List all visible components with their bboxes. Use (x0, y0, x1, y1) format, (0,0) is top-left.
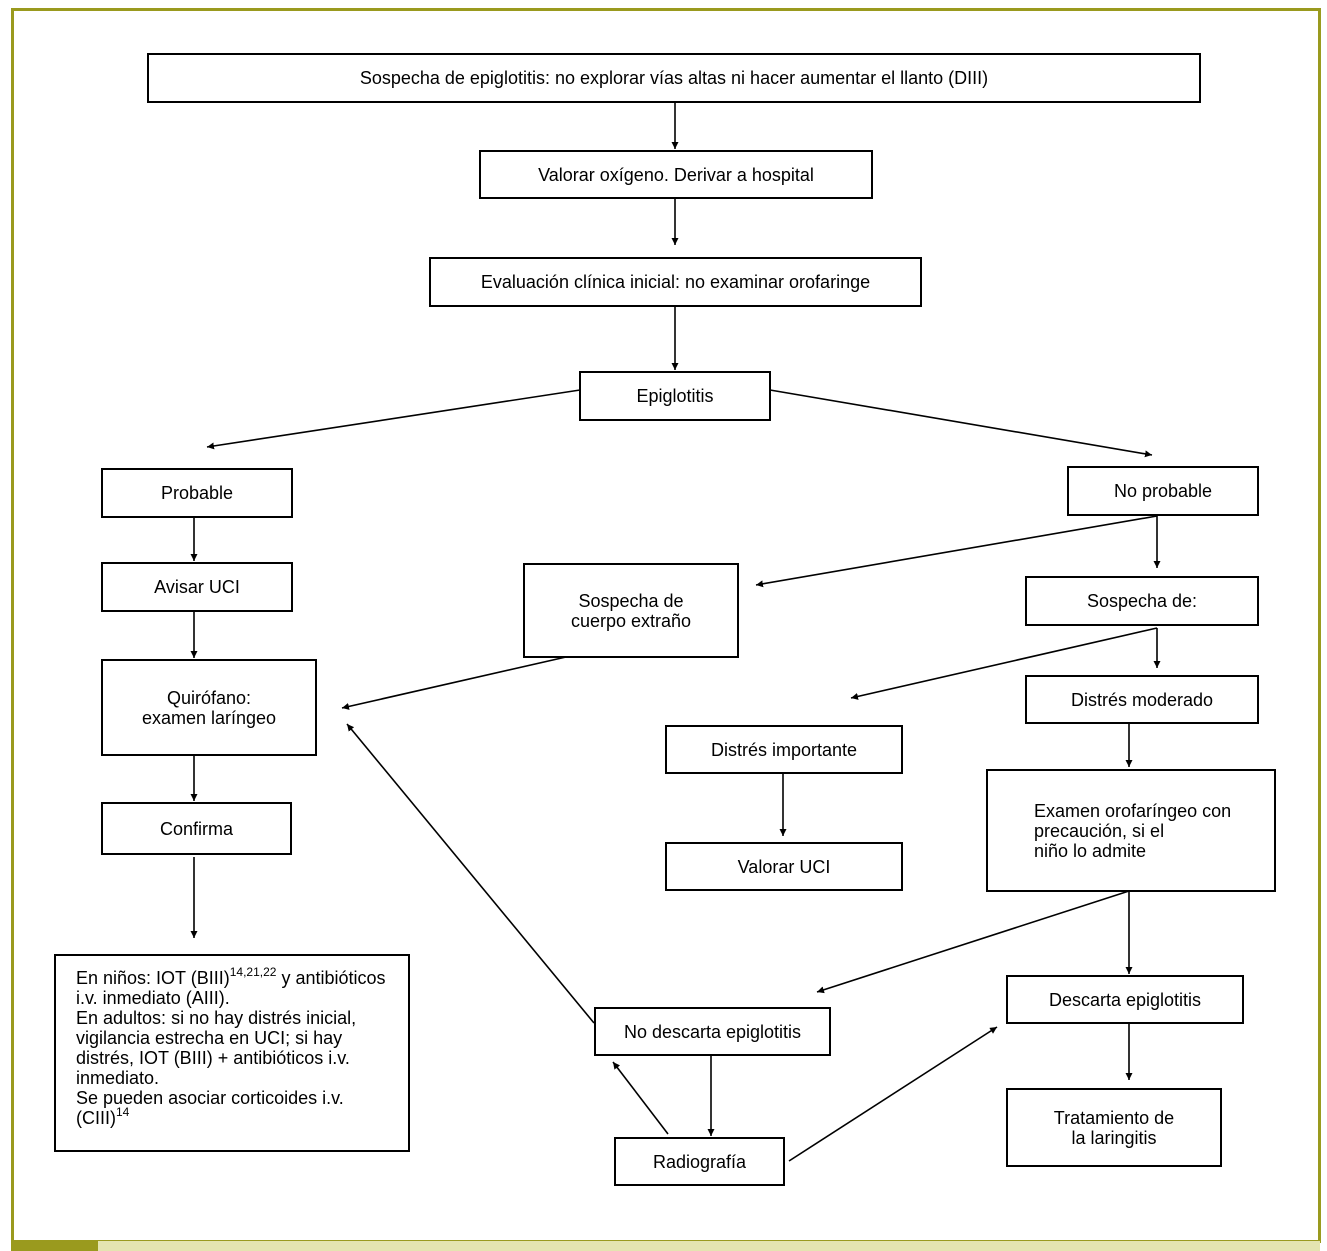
footer-bar-light (98, 1241, 1320, 1251)
node-tratamiento-laringitis: Tratamiento de la laringitis (1006, 1088, 1222, 1167)
node-radiografia: Radiografía (614, 1137, 785, 1186)
node-quirofano: Quirófano: examen laríngeo (101, 659, 317, 756)
node-tratamiento-ninos-adultos: En niños: IOT (BIII)14,21,22 y antibióti… (54, 954, 410, 1152)
tratamiento-text-a: En niños: IOT (BIII) (76, 968, 230, 988)
node-descarta-epiglotitis: Descarta epiglotitis (1006, 975, 1244, 1024)
arrow-no-descarta-to-quirofano (346, 723, 595, 1024)
arrow-no-probable-to-cuerpo-extrano (755, 515, 1158, 588)
node-no-descarta-epiglotitis: No descarta epiglotitis (594, 1007, 831, 1056)
footer-bar-dark (11, 1241, 98, 1251)
node-valorar-oxigeno: Valorar oxígeno. Derivar a hospital (479, 150, 873, 199)
node-distres-moderado: Distrés moderado (1025, 675, 1259, 724)
node-epiglotitis: Epiglotitis (579, 371, 771, 421)
arrow-radiografia-to-descarta (788, 1026, 998, 1162)
node-probable: Probable (101, 468, 293, 518)
node-confirma: Confirma (101, 802, 292, 855)
arrow-radiografia-to-no-descarta (612, 1061, 669, 1135)
tratamiento-ref-2: 14 (116, 1105, 130, 1119)
node-examen-orofaringeo: Examen orofaríngeo con precaución, si el… (986, 769, 1276, 892)
node-cuerpo-extrano: Sospecha de cuerpo extraño (523, 563, 739, 658)
arrow-epiglotitis-to-no-probable (769, 389, 1153, 458)
node-no-probable: No probable (1067, 466, 1259, 516)
arrow-cuerpo-extrano-to-quirofano (341, 656, 567, 710)
arrow-examen-to-no-descarta (816, 890, 1130, 994)
node-evaluacion-clinica: Evaluación clínica inicial: no examinar … (429, 257, 922, 307)
node-avisar-uci: Avisar UCI (101, 562, 293, 612)
arrow-epiglotitis-to-probable (206, 389, 581, 450)
node-sospecha-de: Sospecha de: (1025, 576, 1259, 626)
tratamiento-ref-1: 14,21,22 (229, 965, 277, 979)
node-distres-importante: Distrés importante (665, 725, 903, 774)
node-sospecha-epiglotitis: Sospecha de epiglotitis: no explorar vía… (147, 53, 1201, 103)
arrow-sospecha-de-to-distres-importante (850, 627, 1158, 700)
node-valorar-uci: Valorar UCI (665, 842, 903, 891)
tratamiento-text-b: y antibióticos i.v. inmediato (AIII). En… (76, 968, 386, 1128)
